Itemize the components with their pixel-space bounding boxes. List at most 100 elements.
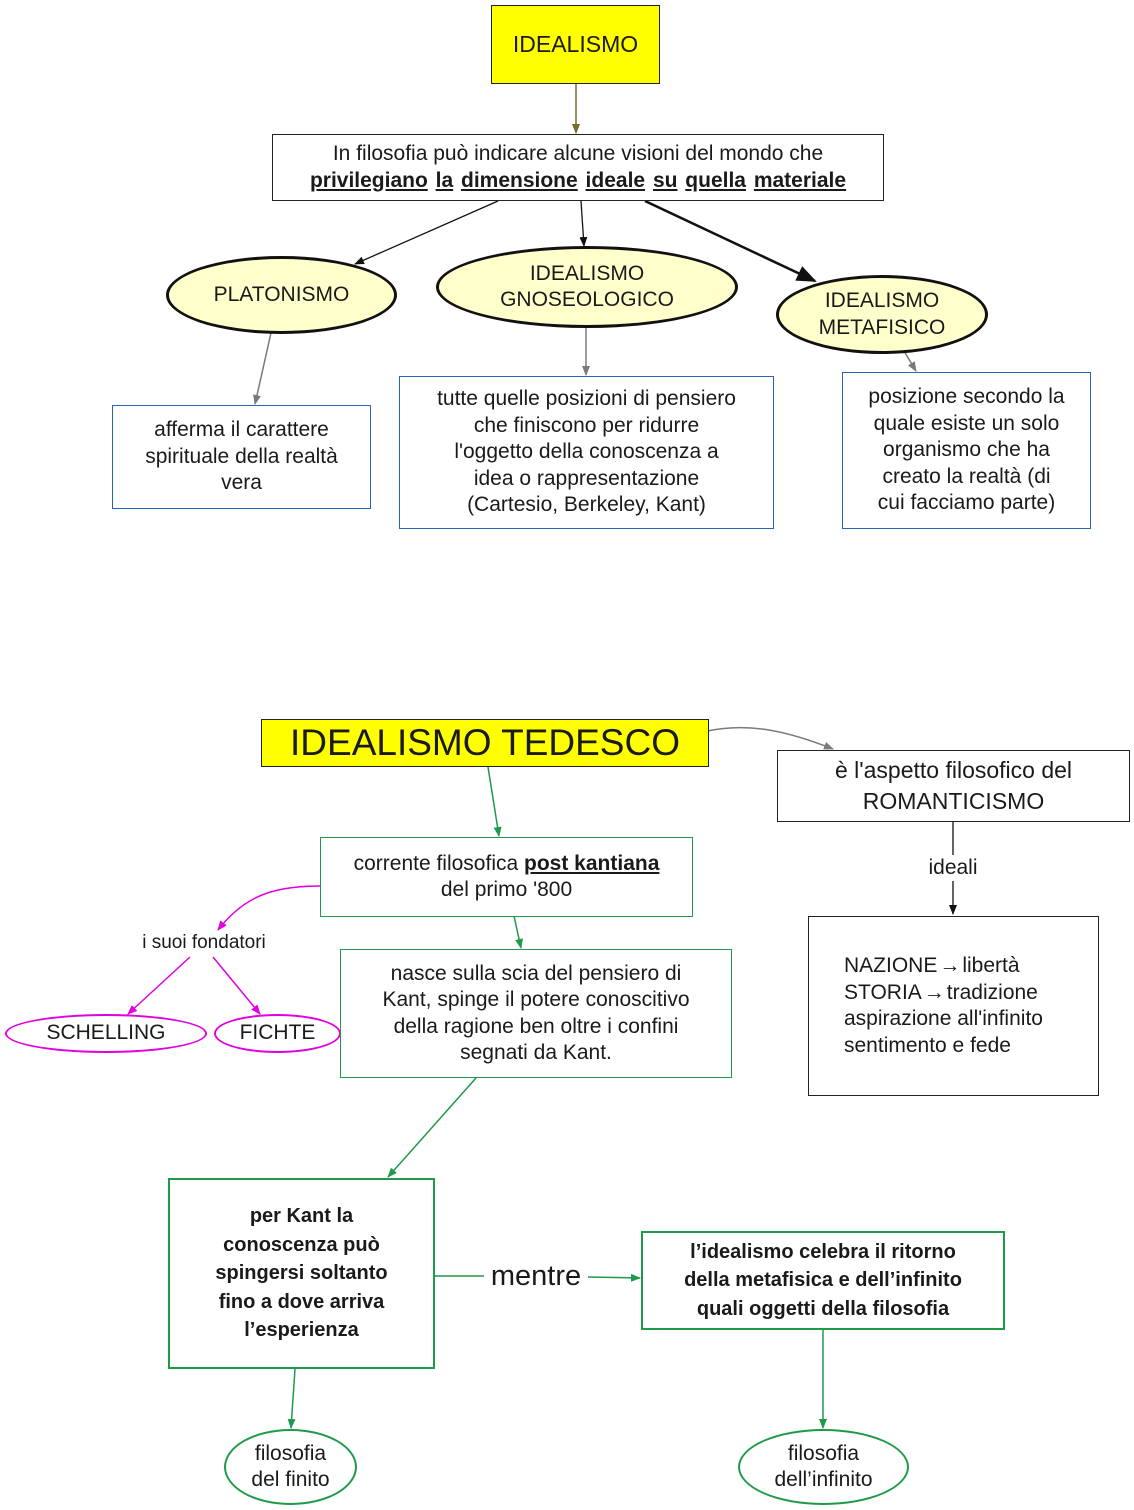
idealismo-celebra-line: l’idealismo celebra il ritorno	[690, 1240, 956, 1263]
link-corrente-nasce	[513, 915, 523, 949]
description-line: creato la realtà (di	[882, 464, 1051, 488]
definition-keyword: su	[652, 168, 678, 192]
metafisico-description: posizione secondo la quale esiste un sol…	[842, 372, 1091, 529]
definition-keyword: privilegiano	[309, 168, 428, 192]
link-nasce-kant	[387, 1077, 477, 1178]
romanticismo-line2: ROMANTICISMO	[862, 788, 1045, 814]
infinito-line: dell’infinito	[774, 1468, 873, 1491]
kant-line: l’esperienza	[244, 1319, 359, 1342]
link-mentre-idealismo	[587, 1273, 641, 1282]
link-fondatori-fichte	[212, 956, 261, 1015]
ideali-term: NAZIONE	[844, 954, 938, 977]
link-corrente-fondatori	[217, 885, 321, 931]
description-line: che finiscono per ridurre	[473, 413, 700, 437]
description-line: organismo che ha	[883, 438, 1050, 462]
ideali-value: libertà	[962, 954, 1020, 977]
gnoseologico-node: IDEALISMO GNOSEOLOGICO	[436, 246, 738, 328]
corrente-emphasis: post kantiana	[524, 851, 660, 875]
description-line: afferma il carattere	[154, 418, 329, 442]
nasce-line: della ragione ben oltre i confini	[393, 1014, 679, 1038]
corrente-line2: del primo '800	[440, 878, 573, 901]
description-line: cui facciamo parte)	[877, 491, 1056, 515]
link-fondatori-schelling	[127, 956, 191, 1015]
definition-line2: privilegiano la dimensione ideale su que…	[310, 168, 846, 195]
link-kant-finito	[287, 1368, 296, 1429]
ideali-row: aspirazione all'infinito	[844, 1006, 1043, 1033]
nasce-line: segnati da Kant.	[460, 1041, 612, 1064]
platonismo-node: PLATONISMO	[166, 256, 397, 334]
gnoseologico-description: tutte quelle posizioni di pensiero che f…	[399, 376, 774, 529]
finito-line: filosofia	[254, 1441, 327, 1465]
corrente-node: corrente filosofica post kantiana del pr…	[320, 837, 693, 917]
definition-keyword: ideale	[585, 168, 646, 192]
link-definition-metafisico	[644, 199, 817, 283]
fichte-node: FICHTE	[214, 1014, 341, 1053]
link-tedesco-corrente	[487, 766, 502, 837]
platonismo-label: PLATONISMO	[213, 282, 350, 306]
nasce-line: Kant, spinge il potere conoscitivo	[382, 988, 690, 1011]
ideali-node: NAZIONE→libertà STORIA→tradizione aspira…	[808, 916, 1099, 1096]
link-definition-gnoseologico	[579, 200, 588, 247]
definition-keyword: dimensione	[461, 168, 578, 192]
metafisico-node: IDEALISMO METAFISICO	[776, 275, 988, 354]
gnoseologico-label-line1: IDEALISMO	[529, 261, 645, 285]
description-line: quale esiste un solo	[873, 411, 1060, 435]
nasce-node: nasce sulla scia del pensiero di Kant, s…	[340, 949, 732, 1078]
romanticismo-node: è l'aspetto filosofico del ROMANTICISMO	[777, 750, 1130, 822]
idealismo-tedesco-title: IDEALISMO TEDESCO	[290, 722, 680, 763]
kant-line: spingersi soltanto	[215, 1262, 388, 1285]
nasce-line: nasce sulla scia del pensiero di	[390, 961, 682, 985]
kant-line: conoscenza può	[223, 1233, 380, 1256]
link-metafisico-description	[903, 350, 917, 372]
infinito-line: filosofia	[787, 1441, 860, 1465]
description-line: idea o rappresentazione	[473, 466, 700, 490]
ideali-row: sentimento e fede	[844, 1033, 1011, 1060]
link-platonismo-description	[253, 332, 272, 405]
idealismo-title-node: IDEALISMO	[491, 5, 660, 84]
description-line: (Cartesio, Berkeley, Kant)	[467, 493, 706, 517]
corrente-prefix: corrente filosofica	[353, 851, 519, 875]
definition-keyword: materiale	[753, 168, 847, 192]
definition-keyword: la	[435, 168, 454, 192]
filosofia-finito-node: filosofia del finito	[224, 1429, 357, 1505]
ideali-term: aspirazione all'infinito	[844, 1007, 1043, 1030]
filosofia-infinito-node: filosofia dell’infinito	[738, 1429, 909, 1505]
kant-line: per Kant la	[249, 1205, 354, 1228]
ideali-row: NAZIONE→libertà	[844, 953, 1020, 980]
definition-keyword: quella	[685, 168, 746, 192]
definition-line1: In filosofia può indicare alcune visioni…	[332, 142, 824, 165]
ideali-link-label: ideali	[920, 855, 986, 881]
kant-line: fino a dove arriva	[218, 1290, 385, 1313]
definition-node: In filosofia può indicare alcune visioni…	[272, 134, 884, 201]
mentre-link-label: mentre	[485, 1259, 587, 1293]
corrente-line1: corrente filosofica post kantiana	[354, 851, 660, 878]
idealismo-celebra-node: l’idealismo celebra il ritorno della met…	[641, 1231, 1005, 1330]
description-line: tutte quelle posizioni di pensiero	[437, 387, 736, 411]
ideali-term: STORIA	[844, 980, 922, 1004]
arrow-right-icon: →	[923, 980, 945, 1004]
link-tedesco-romanticismo	[707, 726, 834, 750]
idealismo-celebra-line: della metafisica e dell’infinito	[684, 1269, 962, 1292]
description-line: vera	[221, 471, 262, 495]
idealismo-tedesco-node: IDEALISMO TEDESCO	[261, 719, 709, 767]
description-line: l'oggetto della conoscenza a	[454, 440, 719, 464]
ideali-row: STORIA→tradizione	[844, 980, 1038, 1007]
arrow-right-icon: →	[939, 954, 961, 977]
description-line: spirituale della realtà	[145, 444, 338, 468]
fichte-label: FICHTE	[239, 1021, 316, 1045]
ideali-value: tradizione	[946, 980, 1038, 1004]
finito-line: del finito	[251, 1468, 330, 1491]
kant-node: per Kant la conoscenza può spingersi sol…	[168, 1178, 435, 1369]
schelling-label: SCHELLING	[46, 1021, 166, 1045]
metafisico-label-line2: METAFISICO	[818, 315, 946, 339]
description-line: posizione secondo la	[868, 385, 1065, 409]
platonismo-description: afferma il carattere spirituale della re…	[112, 405, 371, 509]
romanticismo-line1: è l'aspetto filosofico del	[834, 757, 1073, 783]
schelling-node: SCHELLING	[5, 1014, 207, 1053]
idealismo-celebra-line: quali oggetti della filosofia	[696, 1297, 950, 1320]
idealismo-title: IDEALISMO	[512, 31, 639, 58]
link-definition-platonismo	[354, 200, 499, 265]
ideali-term: sentimento e fede	[844, 1033, 1011, 1057]
fondatori-link-label: i suoi fondatori	[131, 931, 277, 955]
